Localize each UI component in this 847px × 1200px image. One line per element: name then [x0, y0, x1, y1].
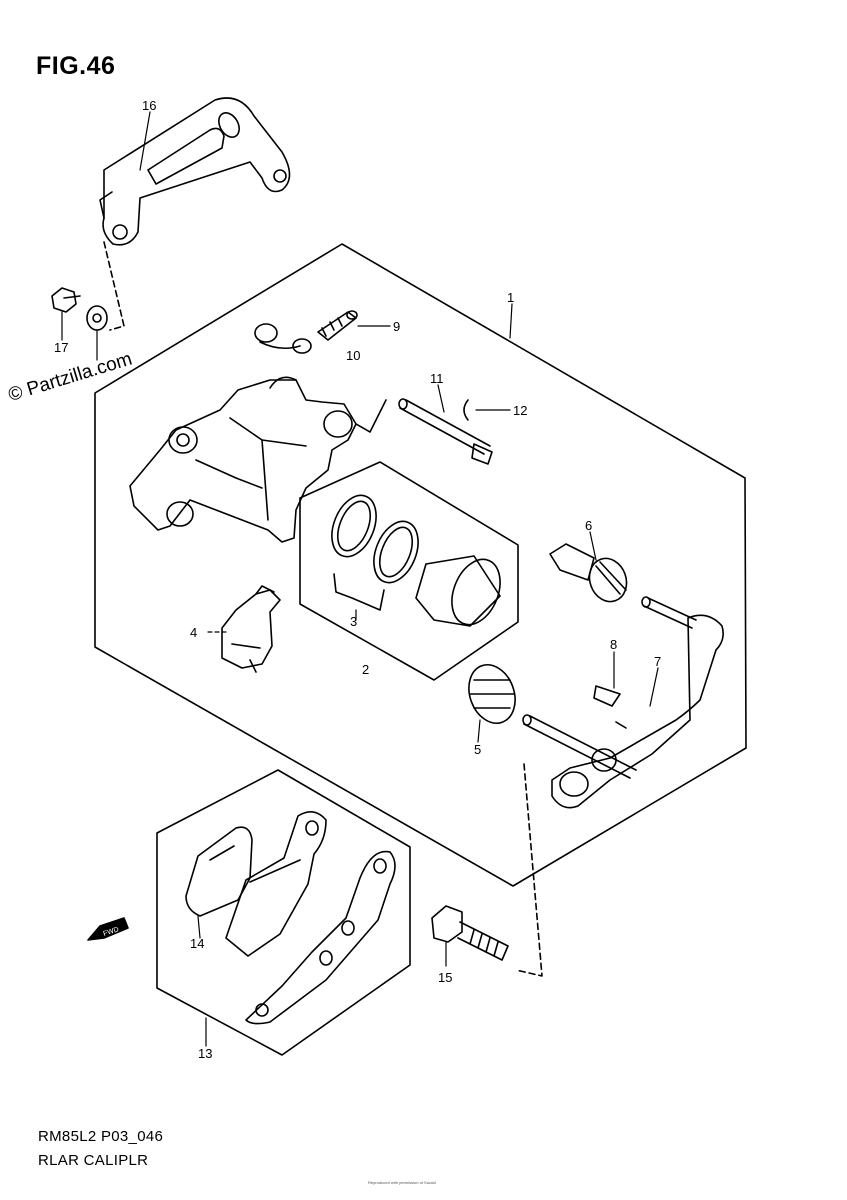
callout-2: 2 — [362, 662, 369, 677]
callout-8: 8 — [610, 637, 617, 652]
caliper-assembly-outline — [94, 243, 747, 887]
caliper-body — [129, 376, 387, 543]
pin-clip-part-12 — [463, 399, 469, 421]
callout-17: 17 — [54, 340, 68, 355]
bolt-part-15 — [431, 905, 509, 961]
callout-12: 12 — [513, 403, 527, 418]
caliper-bracket-part-16 — [99, 97, 291, 246]
callout-7: 7 — [654, 654, 661, 669]
callout-6: 6 — [585, 518, 592, 533]
retaining-pin-part-8 — [593, 685, 621, 707]
callout-13: 13 — [198, 1046, 212, 1061]
brake-pad-part-14 — [185, 826, 253, 917]
callout-16: 16 — [142, 98, 156, 113]
bleeder-cap-part-10 — [254, 323, 312, 354]
callout-3: 3 — [350, 614, 357, 629]
callout-9: 9 — [393, 319, 400, 334]
callout-1: 1 — [507, 290, 514, 305]
callout-15: 15 — [438, 970, 452, 985]
fwd-label: FWD — [102, 926, 119, 938]
callout-14: 14 — [190, 936, 204, 951]
slide-pin-part-11 — [398, 398, 493, 465]
callout-5: 5 — [474, 742, 481, 757]
callout-10: 10 — [346, 348, 360, 363]
piston-kit-outline — [299, 461, 519, 681]
leader-dashed-15 — [515, 763, 543, 977]
boot-part-5 — [468, 664, 516, 724]
callout-11: 11 — [430, 371, 444, 386]
bleeder-valve-part-9 — [317, 310, 358, 341]
washer-part-17 — [86, 305, 108, 331]
leader-dashed-16 — [103, 241, 125, 331]
figure-title: FIG.46 — [36, 52, 116, 80]
pad-set-outline — [156, 769, 411, 1056]
figure-name: RLAR CALIPLR — [38, 1152, 149, 1169]
piston-seals-part-3 — [331, 494, 419, 584]
fine-print: Reproduced with permission of Suzuki — [368, 1180, 437, 1185]
bolt-part-17 — [51, 287, 81, 313]
caliper-holder-part-7 — [522, 596, 724, 809]
brake-pad-part-13 — [225, 811, 396, 1025]
callout-4: 4 — [190, 625, 197, 640]
figure-code: RM85L2 P03_046 — [38, 1128, 164, 1145]
forward-direction-arrow — [87, 917, 129, 941]
pad-spring-part-4 — [221, 585, 281, 673]
boot-part-6 — [549, 543, 628, 603]
piston — [415, 555, 501, 627]
